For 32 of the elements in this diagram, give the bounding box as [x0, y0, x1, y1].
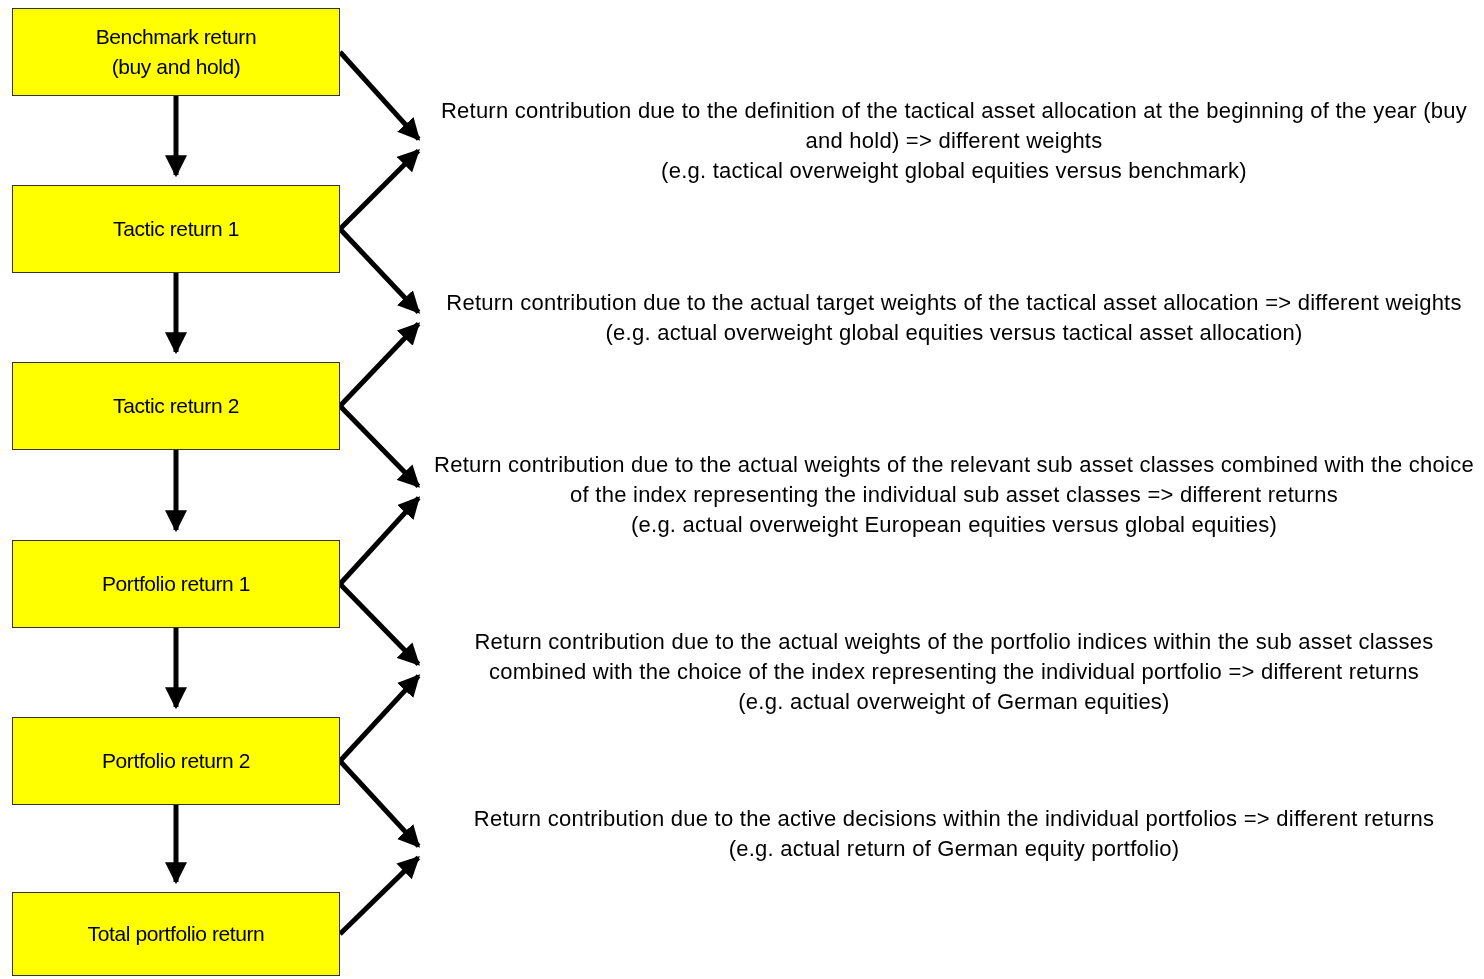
arrow: [338, 855, 421, 936]
arrow: [338, 404, 421, 489]
process-box: [12, 362, 340, 450]
description-text: Return contribution due to the actual weights of the relevant sub asset classes combined with the choice of the index representing the individual sub asset classes => different returns (e.g. actual overweight European equities versus global equities): [426, 450, 1482, 540]
arrow: [338, 227, 421, 314]
box-label: Total portfolio return: [86, 921, 266, 947]
description-text: Return contribution due to the actual weights of the portfolio indices within the sub asset classes combined with the choice of the index representing the individual portfolio => different returns (e.g. actual overweight of German equities): [426, 627, 1482, 717]
box-label: Portfolio return 1: [100, 571, 251, 597]
process-box: [12, 8, 340, 96]
process-box: [12, 540, 340, 628]
arrow: [338, 674, 421, 763]
description-text: Return contribution due to the definition of the tactical asset allocation at the beginning of the year (buy and hold) => different weights (e.g. tactical overweight global equities versus benchmark): [426, 96, 1482, 186]
process-box: [12, 892, 340, 976]
arrow: [338, 759, 421, 848]
arrow: [165, 96, 187, 178]
arrow: [165, 628, 187, 710]
arrow: [165, 273, 187, 355]
description-text: Return contribution due to the active decisions within the individual portfolios => different returns (e.g. actual return of German equity portfolio): [426, 804, 1482, 864]
arrow: [338, 582, 421, 667]
box-label: Tactic return 2: [112, 393, 240, 419]
box-label: Benchmark return (buy and hold): [94, 24, 258, 80]
box-label: Portfolio return 2: [100, 748, 251, 774]
arrow: [165, 805, 187, 885]
description-text: Return contribution due to the actual target weights of the tactical asset allocation => different weights (e.g. actual overweight global equities versus tactical asset allocation): [426, 288, 1482, 348]
arrow: [338, 50, 421, 141]
arrow: [338, 322, 421, 408]
box-label: Tactic return 1: [112, 216, 240, 242]
arrow: [338, 496, 421, 586]
process-box: [12, 717, 340, 805]
arrow: [165, 450, 187, 533]
process-box: [12, 185, 340, 273]
arrow: [338, 148, 421, 231]
